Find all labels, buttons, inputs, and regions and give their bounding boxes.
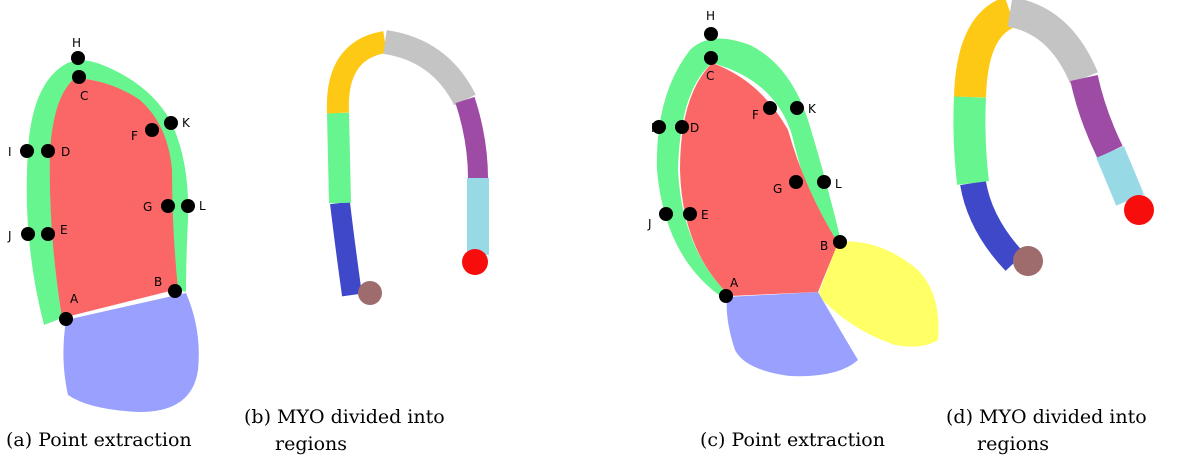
caption-d-line1: (d) MYO divided into bbox=[946, 406, 1147, 428]
point-F bbox=[763, 101, 777, 115]
label-I: I bbox=[8, 145, 12, 159]
caption-b-line1: (b) MYO divided into bbox=[244, 406, 445, 428]
caption-a: (a) Point extraction bbox=[6, 429, 192, 451]
label-H: H bbox=[706, 9, 715, 23]
label-A: A bbox=[730, 276, 739, 290]
segment-gray bbox=[1007, 0, 1098, 85]
point-C bbox=[72, 70, 86, 84]
segment-yellow bbox=[954, 0, 1017, 98]
segment-yellow bbox=[326, 31, 388, 114]
label-B: B bbox=[154, 275, 162, 289]
point-F bbox=[145, 123, 159, 137]
landmark-labels-c: H C F K I D G L J E B A bbox=[647, 9, 842, 290]
point-I bbox=[20, 144, 34, 158]
end-marker-red bbox=[462, 249, 488, 275]
segment-blue bbox=[960, 180, 1025, 271]
left-atrium-region bbox=[63, 293, 199, 412]
point-H bbox=[704, 27, 718, 41]
point-G bbox=[789, 175, 803, 189]
panel-b: (b) MYO divided into regions bbox=[244, 30, 489, 455]
panel-c: H C F K I D G L J E B A (c) Point extrac… bbox=[647, 9, 939, 451]
left-ventricle-region bbox=[49, 78, 178, 318]
point-A bbox=[59, 312, 73, 326]
label-K: K bbox=[182, 116, 191, 130]
label-F: F bbox=[752, 108, 759, 122]
point-H bbox=[71, 51, 85, 65]
label-L: L bbox=[835, 177, 842, 191]
caption-c: (c) Point extraction bbox=[700, 429, 885, 451]
label-C: C bbox=[706, 69, 714, 83]
label-G: G bbox=[773, 182, 782, 196]
label-F: F bbox=[131, 129, 138, 143]
label-E: E bbox=[60, 223, 68, 237]
point-I bbox=[652, 120, 666, 134]
left-ventricle-region-c bbox=[680, 63, 838, 296]
label-L: L bbox=[199, 199, 206, 213]
label-E: E bbox=[701, 208, 709, 222]
point-C bbox=[704, 51, 718, 65]
segment-blue bbox=[330, 201, 362, 297]
point-E bbox=[41, 227, 55, 241]
point-B bbox=[833, 235, 847, 249]
point-A bbox=[719, 289, 733, 303]
end-marker-red bbox=[1124, 195, 1154, 225]
point-D bbox=[41, 144, 55, 158]
segment-purple bbox=[1070, 74, 1123, 159]
segment-purple bbox=[455, 96, 488, 179]
segment-lightblue bbox=[1096, 146, 1144, 206]
label-C: C bbox=[80, 89, 88, 103]
segment-gray bbox=[382, 30, 476, 106]
segment-green bbox=[953, 96, 989, 185]
point-K bbox=[164, 116, 178, 130]
panel-d: (d) MYO divided into regions bbox=[946, 0, 1154, 455]
label-A: A bbox=[70, 292, 79, 306]
left-atrium-region-c bbox=[726, 292, 858, 377]
landmark-points-c bbox=[652, 27, 847, 303]
point-B bbox=[168, 284, 182, 298]
label-D: D bbox=[61, 145, 70, 159]
label-G: G bbox=[143, 200, 152, 214]
landmark-labels-a: H C K F I D G L J E B A bbox=[7, 36, 206, 306]
label-K: K bbox=[808, 102, 817, 116]
label-J: J bbox=[647, 217, 652, 231]
label-B: B bbox=[820, 239, 828, 253]
point-K bbox=[790, 101, 804, 115]
right-ventricle-region bbox=[818, 241, 939, 347]
point-L bbox=[181, 199, 195, 213]
caption-d-line2: regions bbox=[977, 433, 1049, 455]
label-D: D bbox=[690, 121, 699, 135]
point-L bbox=[817, 175, 831, 189]
caption-b-line2: regions bbox=[275, 433, 347, 455]
end-marker-brown bbox=[1013, 246, 1043, 276]
panel-a: H C K F I D G L J E B A (a) Point extrac… bbox=[6, 36, 206, 451]
landmark-points-a bbox=[20, 51, 195, 326]
label-J: J bbox=[7, 229, 12, 243]
point-J bbox=[21, 227, 35, 241]
end-marker-brown bbox=[358, 281, 382, 305]
segment-green bbox=[327, 112, 351, 204]
label-I: I bbox=[651, 121, 655, 135]
point-E bbox=[683, 207, 697, 221]
myocardium-region bbox=[26, 60, 189, 325]
point-J bbox=[659, 207, 673, 221]
label-H: H bbox=[72, 36, 81, 50]
point-G bbox=[161, 199, 175, 213]
point-D bbox=[675, 120, 689, 134]
